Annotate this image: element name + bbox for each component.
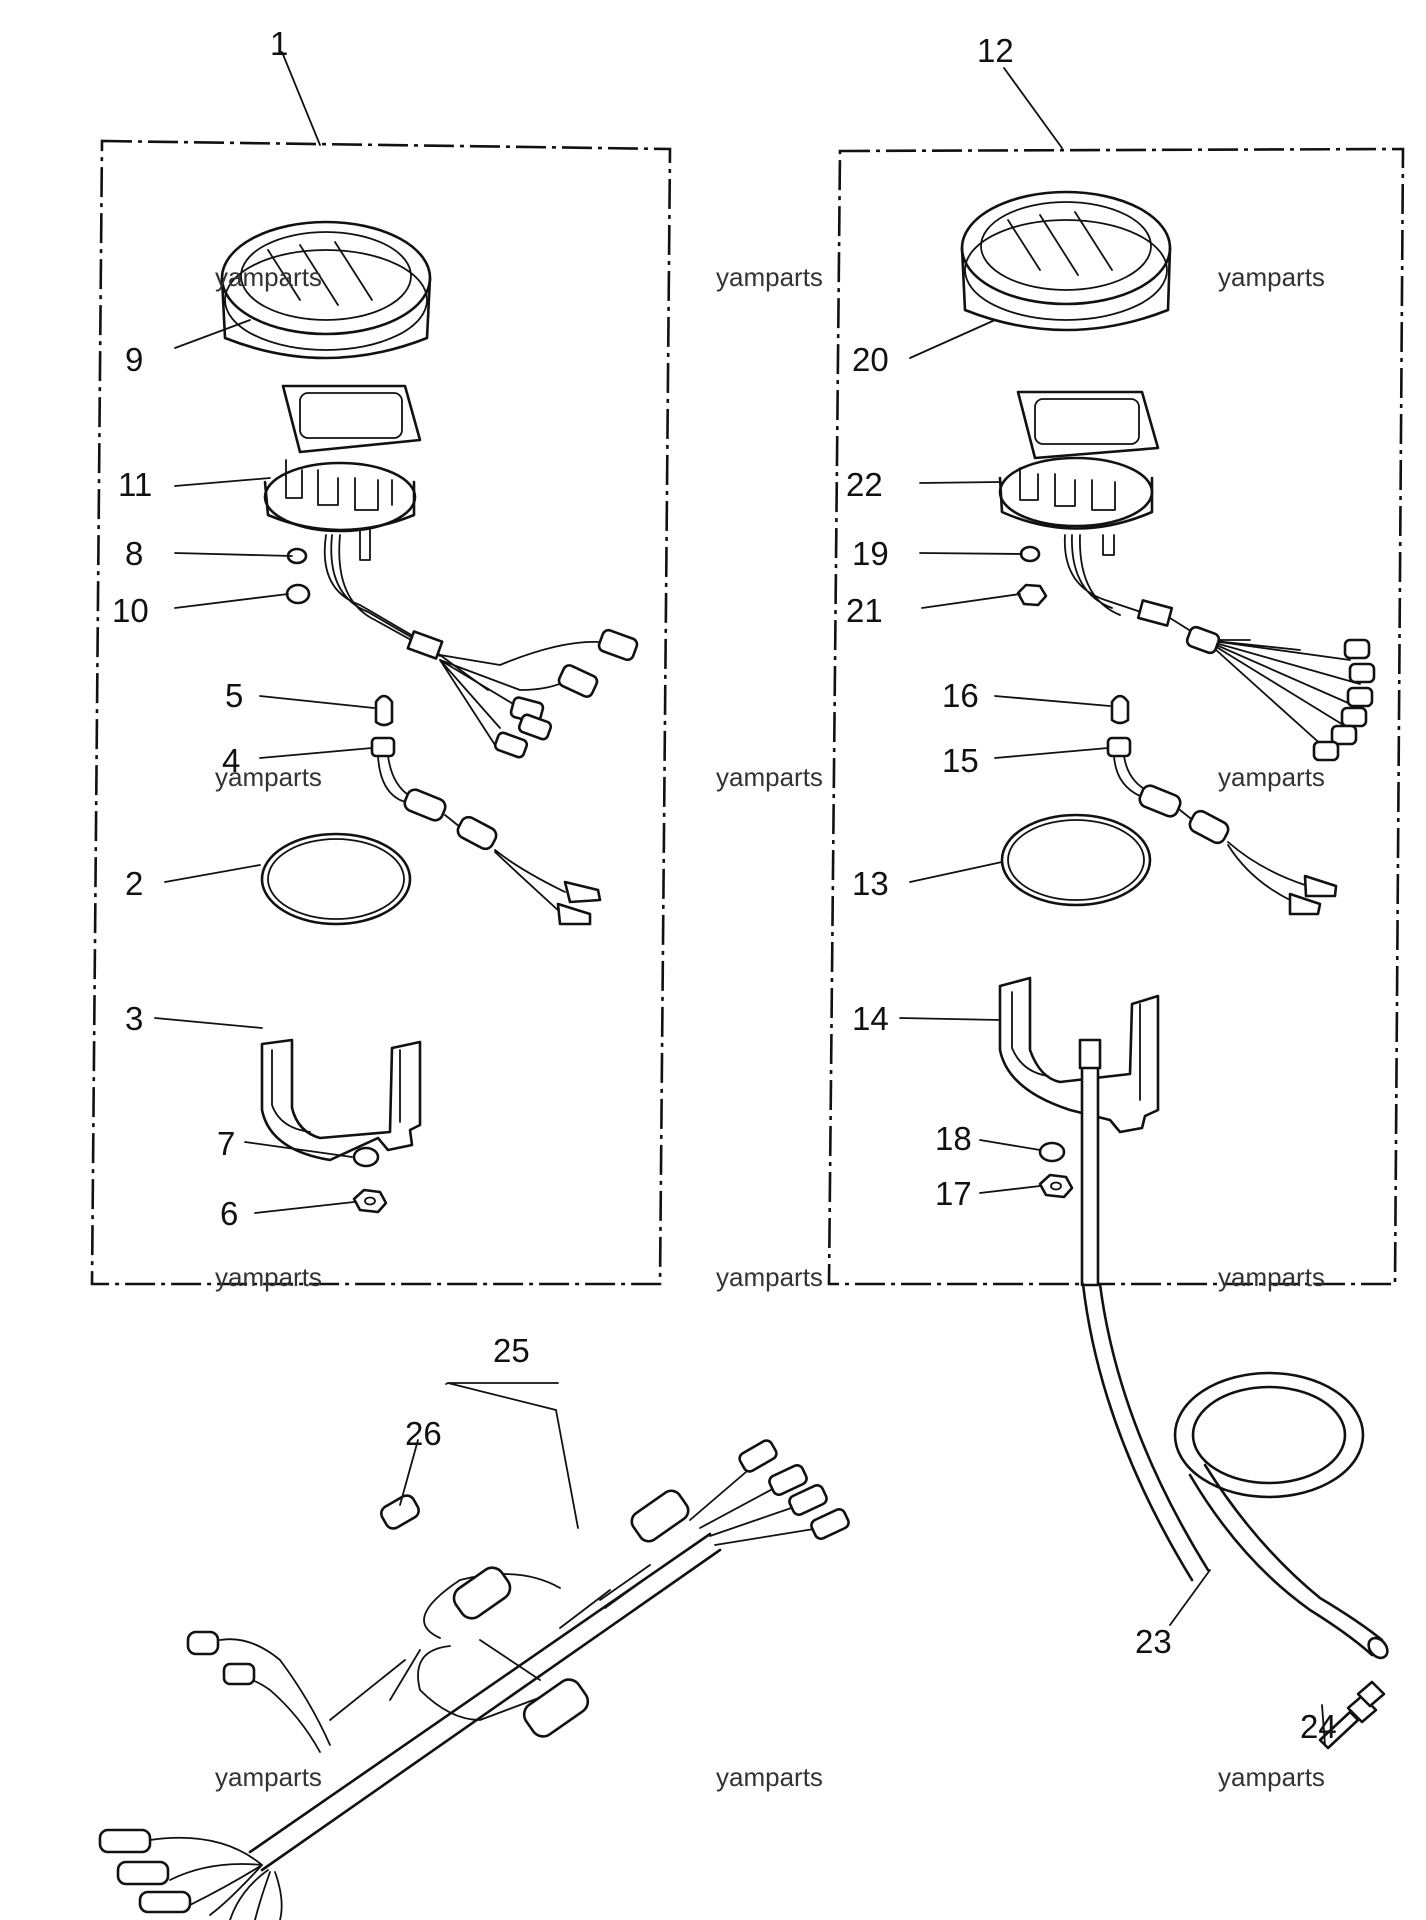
bracket-3 bbox=[260, 1038, 422, 1162]
bulb-16 bbox=[1110, 694, 1130, 725]
callout-24: 24 bbox=[1300, 1708, 1337, 1745]
gauge-meter-body-right bbox=[998, 390, 1160, 556]
wire-harness-gauge-right bbox=[1063, 534, 1376, 762]
bracket-14 bbox=[998, 976, 1160, 1134]
hose-23 bbox=[1078, 1038, 1389, 1660]
gauge-bezel-right bbox=[960, 190, 1172, 332]
assembly-box-left bbox=[90, 139, 672, 1286]
bulb-socket-wire-4 bbox=[370, 736, 602, 926]
callout-1: 1 bbox=[270, 25, 288, 62]
watermark-text: yamparts bbox=[716, 262, 823, 292]
callout-9: 9 bbox=[125, 341, 143, 378]
gauge-bezel-left bbox=[220, 220, 432, 360]
watermark-text: yamparts bbox=[1218, 1762, 1325, 1792]
washer-7 bbox=[352, 1146, 380, 1168]
wire-harness-25 bbox=[98, 1439, 850, 1920]
assembly-box-right bbox=[827, 147, 1405, 1286]
callout-5: 5 bbox=[225, 677, 243, 714]
gauge-meter-body-left bbox=[263, 384, 422, 561]
bulb-5 bbox=[374, 694, 394, 727]
leader-lines bbox=[154, 51, 1326, 1746]
callout-18: 18 bbox=[935, 1120, 972, 1157]
nut-21 bbox=[1016, 545, 1048, 607]
nut-17 bbox=[1038, 1173, 1074, 1199]
callout-labels: 1 12 9 11 8 10 5 4 2 3 7 6 20 22 19 21 1… bbox=[112, 25, 1337, 1745]
watermark-text: yamparts bbox=[215, 1262, 322, 1292]
watermark-text: yamparts bbox=[716, 762, 823, 792]
callout-10: 10 bbox=[112, 592, 149, 629]
cap-26 bbox=[380, 1494, 420, 1530]
callout-25: 25 bbox=[493, 1332, 530, 1369]
watermark-text: yamparts bbox=[215, 762, 322, 792]
callout-8: 8 bbox=[125, 535, 143, 572]
watermark-text: yamparts bbox=[1218, 262, 1325, 292]
callout-16: 16 bbox=[942, 677, 979, 714]
callout-19: 19 bbox=[852, 535, 889, 572]
watermark-text: yamparts bbox=[1218, 762, 1325, 792]
callout-11: 11 bbox=[118, 466, 152, 503]
watermarks: yamparts yamparts yamparts yamparts yamp… bbox=[215, 262, 1325, 1792]
fitting-24 bbox=[1318, 1680, 1386, 1750]
callout-14: 14 bbox=[852, 1000, 889, 1037]
callout-3: 3 bbox=[125, 1000, 143, 1037]
watermark-text: yamparts bbox=[215, 262, 322, 292]
callout-6: 6 bbox=[220, 1195, 238, 1232]
gasket-ring-2 bbox=[260, 832, 412, 926]
gasket-ring-13 bbox=[1000, 813, 1152, 907]
callout-20: 20 bbox=[852, 341, 889, 378]
nut-10 bbox=[285, 547, 311, 605]
nut-6 bbox=[352, 1188, 388, 1214]
wire-harness-gauge-left bbox=[323, 534, 639, 759]
callout-15: 15 bbox=[942, 742, 979, 779]
bulb-socket-wire-15 bbox=[1106, 736, 1338, 916]
callout-26: 26 bbox=[405, 1415, 442, 1452]
callout-23: 23 bbox=[1135, 1623, 1172, 1660]
callout-22: 22 bbox=[846, 466, 883, 503]
callout-2: 2 bbox=[125, 865, 143, 902]
callout-13: 13 bbox=[852, 865, 889, 902]
callout-4: 4 bbox=[222, 742, 240, 779]
callout-21: 21 bbox=[846, 592, 883, 629]
washer-18 bbox=[1038, 1141, 1066, 1163]
callout-7: 7 bbox=[217, 1125, 235, 1162]
watermark-text: yamparts bbox=[1218, 1262, 1325, 1292]
watermark-text: yamparts bbox=[716, 1762, 823, 1792]
callout-17: 17 bbox=[935, 1175, 972, 1212]
watermark-text: yamparts bbox=[716, 1262, 823, 1292]
callout-12: 12 bbox=[977, 32, 1014, 69]
watermark-text: yamparts bbox=[215, 1762, 322, 1792]
